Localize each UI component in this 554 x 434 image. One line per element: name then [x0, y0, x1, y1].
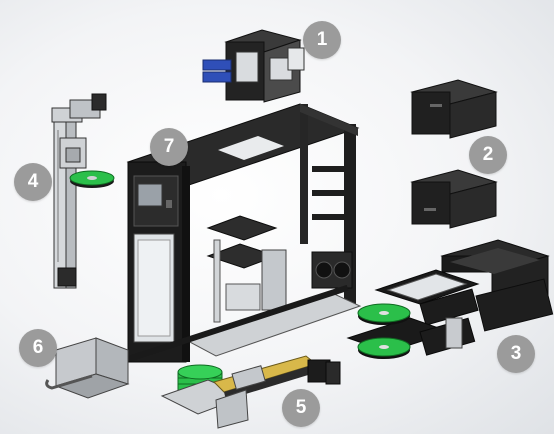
callout-label-7: 7: [163, 136, 175, 157]
callout-part-7: 7: [150, 128, 188, 166]
callout-label-5: 5: [295, 397, 307, 418]
callout-part-3: 3: [497, 335, 535, 373]
top-drive-module: [202, 29, 305, 103]
callout-part-6: 6: [19, 329, 57, 367]
enclosure-box-top: [410, 79, 498, 139]
enclosure-box-bottom: [410, 169, 498, 229]
drive-disc-upper: [357, 303, 411, 325]
callout-part-4: 4: [14, 163, 52, 201]
callout-part-2: 2: [469, 136, 507, 174]
lift-arm-disc: [69, 170, 115, 188]
bent-bracket: [45, 337, 130, 399]
callout-label-4: 4: [27, 171, 39, 192]
main-frame: [126, 103, 362, 363]
callout-label-1: 1: [316, 29, 328, 50]
callout-part-1: 1: [303, 21, 341, 59]
callout-part-5: 5: [282, 389, 320, 427]
callout-label-2: 2: [482, 144, 494, 165]
callout-label-6: 6: [32, 337, 44, 358]
vertical-lift-arm: [51, 93, 107, 289]
carousel-rail: [213, 355, 341, 429]
callout-label-3: 3: [510, 343, 522, 364]
disc-drive-stack: [346, 239, 554, 356]
drive-disc-lower: [357, 337, 411, 359]
